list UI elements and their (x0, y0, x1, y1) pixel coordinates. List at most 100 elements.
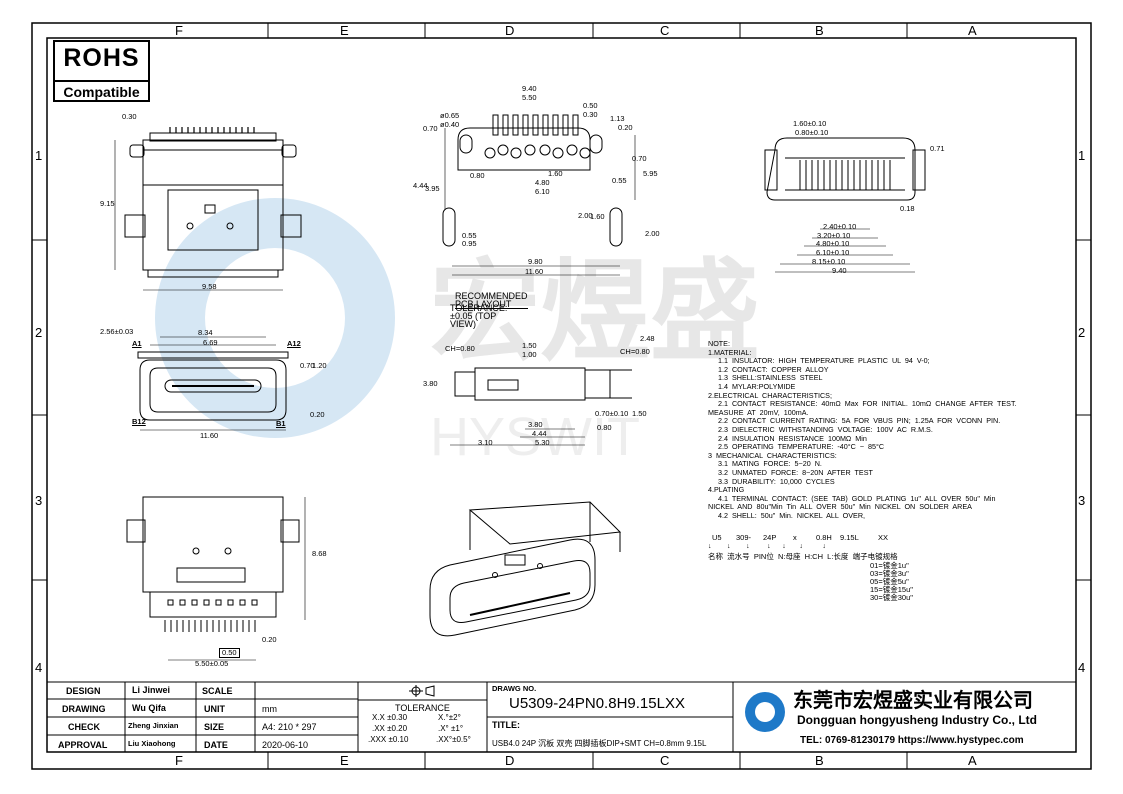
dim-front-0-20: 0.20 (310, 410, 325, 419)
dim-side-ch080: CH=0.80 (445, 344, 475, 353)
unit-value: mm (262, 704, 277, 714)
bottom-view (126, 496, 306, 661)
dim-right-0-18: 0.18 (900, 204, 915, 213)
dim-pcb-0-55b: 0.55 (462, 231, 477, 240)
scale-label: SCALE (202, 686, 233, 696)
design-value: Li Jinwei (132, 685, 171, 695)
dim-right-0-71: 0.71 (930, 144, 945, 153)
date-label: DATE (204, 740, 228, 750)
dim-top-9-58: 9.58 (202, 282, 217, 291)
pcb-layout-view (442, 114, 636, 276)
part-code-seg-4: 0.8H (816, 533, 832, 542)
size-value: A4: 210 * 297 (262, 722, 317, 732)
zone-e-top: E (340, 23, 349, 38)
check-label: CHECK (68, 722, 101, 732)
dim-pcb-2-00a: 2.00 (578, 211, 593, 220)
dim-bottom-5-50: 5.50±0.05 (195, 659, 229, 668)
dim-right-0-80: 0.80±0.10 (795, 128, 829, 137)
company-name-cn: 东莞市宏煜盛实业有限公司 (793, 690, 1033, 712)
dim-side-4-44: 4.44 (532, 429, 547, 438)
dim-side-3-80a: 3.80 (423, 379, 438, 388)
title-label: TITLE: (492, 720, 520, 730)
part-code-seg-1: 309- (736, 533, 752, 542)
tol-row-1-linear: .XX ±0.20 (372, 724, 408, 733)
dim-right-2-40: 2.40±0.10 (823, 222, 857, 231)
dim-pcb-6-10: 6.10 (535, 187, 550, 196)
watermark: 宏煜盛 HYSWIT (155, 198, 760, 467)
dim-side-ch080b: CH=0.80 (620, 347, 650, 356)
company-contact: TEL: 0769-81230179 https://www.hystypec.… (800, 735, 1024, 746)
part-code-seg-6: XX (878, 533, 889, 542)
zone-2-right: 2 (1078, 325, 1086, 340)
dim-pcb-1-60: 1.60 (548, 169, 563, 178)
title-value: USB4.0 24P 沉板 双壳 四脚插板DIP+SMT CH=0.8mm 9.… (492, 739, 707, 748)
zone-e-bottom: E (340, 753, 349, 768)
approval-value: Liu Xiaohong (128, 739, 176, 748)
tol-row-0-linear: X.X ±0.30 (372, 713, 408, 722)
tol-row-1-angle: .X° ±1° (438, 724, 464, 733)
dim-pcb-0-80: 0.80 (470, 171, 485, 180)
plating-option-0: 01=镀金1u" (870, 561, 909, 570)
zone-d-top: D (505, 23, 515, 38)
plating-option-2: 05=镀金5u" (870, 577, 909, 586)
zone-d-bottom: D (505, 753, 515, 768)
label-front-b12: B12 (132, 417, 146, 426)
title-block-grid (46, 681, 1077, 753)
dim-right-9-40: 9.40 (832, 266, 847, 275)
part-code-seg-3: x (793, 533, 797, 542)
drawing-label: DRAWING (62, 704, 106, 714)
part-code-labels: 名称 流水号 PIN位 N:母座 H:CH L:长度 端子电镀规格 (708, 552, 898, 561)
part-code-seg-0: U5 (712, 533, 722, 542)
dim-top-0-30: 0.30 (122, 112, 137, 121)
label-front-a1: A1 (132, 339, 142, 348)
rohs-title: ROHS (63, 44, 140, 72)
check-value: Zheng Jinxian (128, 721, 179, 730)
drawing-no-label: DRAWG NO. (492, 684, 537, 693)
dim-side-5-30: 5.30 (535, 438, 550, 447)
dim-pcb-5-95: 5.95 (643, 169, 658, 178)
dim-side-2-48: 2.48 (640, 334, 655, 343)
dim-pcb-9-40: 9.40 (522, 84, 537, 93)
dim-pcb-5-50: 5.50 (522, 93, 537, 102)
dim-side-0-70: 0.70±0.10 (595, 409, 629, 418)
dim-pcb-9-80: 9.80 (528, 257, 543, 266)
zone-a-bottom: A (968, 753, 977, 768)
dim-right-1-60: 1.60±0.10 (793, 119, 827, 128)
dim-right-4-80: 4.80±0.10 (816, 239, 850, 248)
dim-front-8-34: 8.34 (198, 328, 213, 337)
dim-pcb-0-70: 0.70 (423, 124, 438, 133)
dim-pcb-phi040: ø0.40 (440, 120, 460, 129)
dim-pcb-0-55a: 0.55 (612, 176, 627, 185)
label-front-b1: B1 (276, 419, 286, 428)
dim-side-1-50: 1.50 (522, 341, 537, 350)
plating-option-1: 03=镀金3u" (870, 569, 909, 578)
tol-row-0-angle: X.°±2° (438, 713, 461, 722)
zone-4-right: 4 (1078, 660, 1086, 675)
pcb-layout-title: RECOMMENDED PCB LAYOUT (455, 291, 528, 309)
dim-pcb-0-70b: 0.70 (632, 154, 647, 163)
isometric-view (429, 501, 622, 637)
dim-side-0-80: 0.80 (597, 423, 612, 432)
dim-pcb-1-13: 1.13 (610, 114, 625, 123)
zone-f-top: F (175, 23, 183, 38)
dim-front-0-70: 0.70 (300, 361, 315, 370)
part-code-breakdown: U5 309- 24P x 0.8H 9.15L XX ↓ ↓ ↓ ↓ ↓ ↓ … (708, 533, 913, 602)
dim-bottom-0-20: 0.20 (262, 635, 277, 644)
dim-top-9-15: 9.15 (100, 199, 115, 208)
dim-right-6-10: 6.10±0.10 (816, 248, 850, 257)
dim-pcb-4-44: 4.44 (413, 181, 428, 190)
zone-2-left: 2 (35, 325, 43, 340)
dim-pcb-phi065: ø0.65 (440, 111, 460, 120)
approval-label: APPROVAL (58, 740, 108, 750)
dim-pcb-3-95: 3.95 (425, 184, 440, 193)
tol-row-2-angle: .XX°±0.5° (436, 735, 471, 744)
zone-a-top: A (968, 23, 977, 38)
design-label: DESIGN (66, 686, 101, 696)
part-code-seg-2: 24P (763, 533, 777, 542)
zone-3-left: 3 (35, 493, 43, 508)
tolerance-label: TOLERANCE (395, 703, 450, 713)
dim-bottom-0-50: 0.50 (219, 648, 240, 658)
dim-bottom-8-68: 8.68 (312, 549, 327, 558)
